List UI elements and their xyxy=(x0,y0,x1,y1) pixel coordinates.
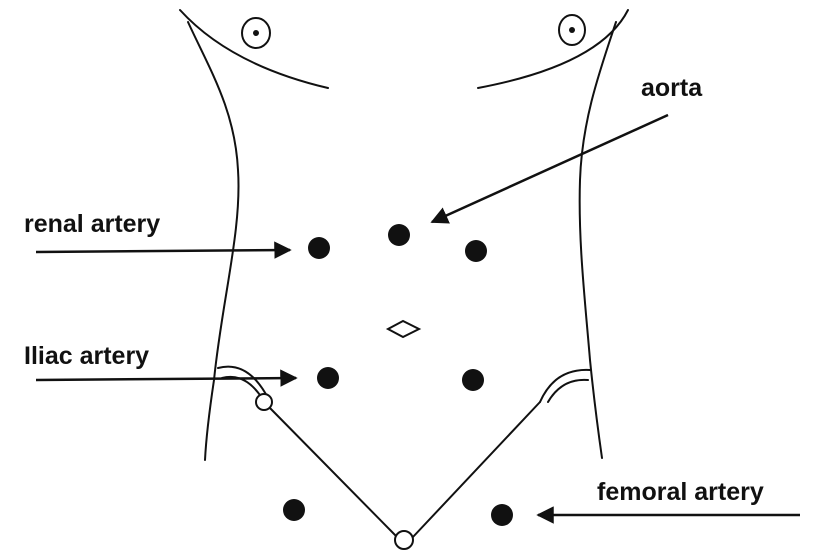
right-groin-crease-inner xyxy=(548,380,588,402)
femoral-artery-label: femoral artery xyxy=(597,480,764,505)
left-hip-landmark xyxy=(256,394,272,410)
right-flank-line xyxy=(580,22,616,458)
renal-point-left xyxy=(308,237,330,259)
left-groin-crease xyxy=(218,367,268,398)
left-nipple-icon xyxy=(242,18,270,48)
right-shoulder-line xyxy=(478,10,628,88)
renal-point-right xyxy=(465,240,487,262)
iliac-point-right xyxy=(462,369,484,391)
iliac-arrow xyxy=(36,378,296,380)
femoral-point-right xyxy=(491,504,513,526)
aorta-arrow xyxy=(432,115,668,222)
renal-arrow xyxy=(36,250,290,252)
navel-icon xyxy=(388,321,419,337)
iliac-point-left xyxy=(317,367,339,389)
renal-artery-label: renal artery xyxy=(24,212,160,237)
aorta-label: aorta xyxy=(641,76,702,101)
left-shoulder-line xyxy=(180,10,328,88)
iliac-artery-label: Iliac artery xyxy=(24,344,149,369)
femoral-point-left xyxy=(283,499,305,521)
pubic-landmark xyxy=(395,531,413,549)
right-groin-crease xyxy=(540,370,590,402)
aorta-point xyxy=(388,224,410,246)
left-flank-line xyxy=(188,22,239,460)
right-nipple-icon xyxy=(559,15,585,45)
left-inguinal-line xyxy=(266,404,398,538)
right-inguinal-line xyxy=(412,402,540,538)
